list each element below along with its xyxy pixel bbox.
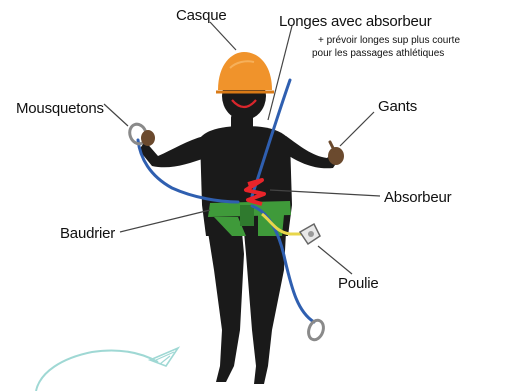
longes-note-line1: + prévoir longes sup plus courte <box>318 34 460 47</box>
leader-casque <box>210 22 236 50</box>
carabiner-right <box>306 318 326 342</box>
glove-left <box>141 130 155 146</box>
label-mousquetons: Mousquetons <box>16 101 104 116</box>
helmet-shape <box>216 52 274 92</box>
label-longes-note: + prévoir longes sup plus courte pour le… <box>318 34 460 60</box>
label-longes: Longes avec absorbeur <box>279 14 432 29</box>
pulley-shape <box>300 224 320 244</box>
label-absorbeur: Absorbeur <box>384 190 451 205</box>
leader-gants <box>340 112 374 146</box>
label-baudrier: Baudrier <box>60 226 115 241</box>
leader-baudrier <box>120 210 210 232</box>
label-poulie: Poulie <box>338 276 379 291</box>
glove-right <box>328 142 344 165</box>
leader-poulie <box>318 246 352 274</box>
longes-note-line2: pour les passages athlétiques <box>312 47 460 60</box>
label-gants: Gants <box>378 99 417 114</box>
body-silhouette <box>139 112 341 384</box>
label-casque: Casque <box>176 8 227 23</box>
decorative-swirl <box>36 348 178 391</box>
leader-mousquetons <box>104 104 128 126</box>
